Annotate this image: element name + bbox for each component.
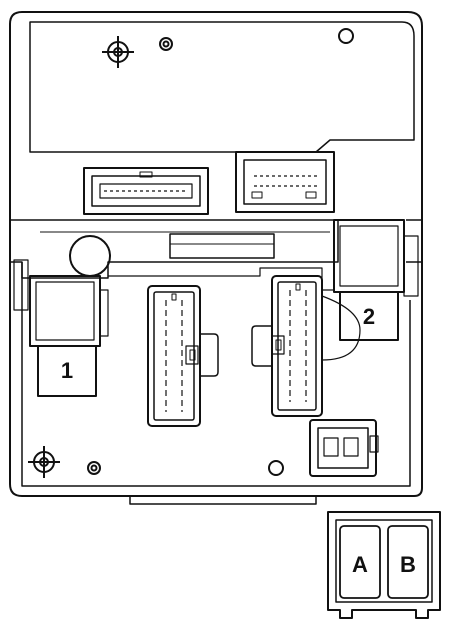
connector-1-housing xyxy=(13,259,109,347)
pin-view-connector xyxy=(327,511,441,619)
top-connector-left xyxy=(83,167,209,215)
pin-b-label: B xyxy=(400,552,416,577)
connector-1-label-box xyxy=(37,345,97,397)
small-hole-icon xyxy=(87,461,101,475)
housing-lower-plate xyxy=(21,262,411,487)
routing-line xyxy=(108,267,334,291)
central-slot xyxy=(169,233,275,259)
housing-outer xyxy=(9,11,423,497)
round-boss xyxy=(69,235,111,277)
middle-band xyxy=(10,219,423,279)
connector-1-label: 1 xyxy=(61,358,73,383)
housing-inner-plate xyxy=(29,21,415,153)
small-two-pin-connector xyxy=(309,419,379,477)
center-left-connector xyxy=(147,285,219,427)
arc-guide xyxy=(321,295,361,361)
crosshair-mount-icon xyxy=(102,36,134,68)
top-connector-right xyxy=(235,151,335,213)
housing-bottom-tab xyxy=(129,496,317,505)
crosshair-mount-icon xyxy=(28,446,60,478)
connector-2-housing xyxy=(333,219,419,297)
center-right-connector xyxy=(251,275,323,417)
connector-2-label-box xyxy=(339,291,399,341)
connector-2-label: 2 xyxy=(363,304,375,329)
housing xyxy=(9,11,423,505)
small-hole-icon xyxy=(159,37,173,51)
round-hole xyxy=(268,460,284,476)
pin-a-label: A xyxy=(352,552,368,577)
round-hole xyxy=(338,28,354,44)
